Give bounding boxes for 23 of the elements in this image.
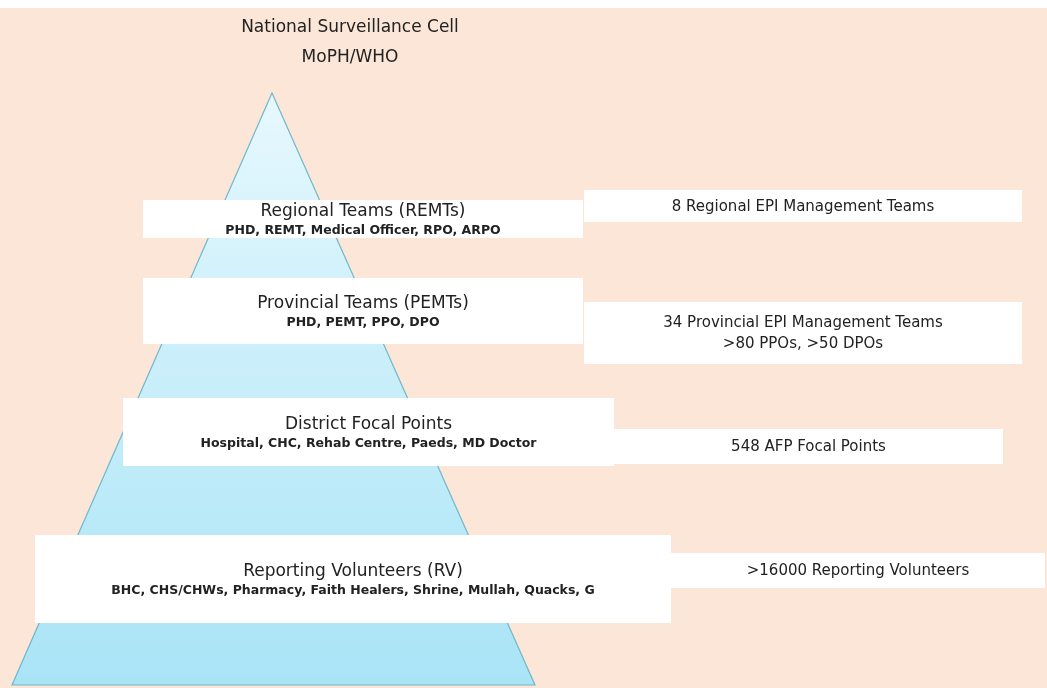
count-box bbox=[584, 190, 1022, 222]
tier-heading: Regional Teams (REMTs) bbox=[260, 199, 466, 221]
tier-box bbox=[123, 398, 614, 466]
apex-label: MoPH/WHO bbox=[300, 46, 400, 66]
count-text: >16000 Reporting Volunteers bbox=[746, 560, 970, 581]
tier-heading: Provincial Teams (PEMTs) bbox=[257, 291, 469, 313]
tier-box bbox=[143, 200, 583, 238]
count-box bbox=[671, 553, 1045, 588]
tier-members: Hospital, CHC, Rehab Centre, Paeds, MD Doctor bbox=[200, 434, 537, 452]
count-text: 548 AFP Focal Points bbox=[731, 436, 886, 457]
tier-heading: District Focal Points bbox=[285, 412, 452, 434]
count-box bbox=[584, 302, 1022, 364]
tier-box bbox=[35, 535, 671, 623]
count-text: >80 PPOs, >50 DPOs bbox=[722, 333, 884, 354]
tier-box bbox=[143, 278, 583, 344]
tier-heading: Reporting Volunteers (RV) bbox=[243, 559, 463, 581]
count-text: 8 Regional EPI Management Teams bbox=[671, 195, 935, 217]
tier-members: BHC, CHS/CHWs, Pharmacy, Faith Healers, Shrine, Mullah, Quacks, G bbox=[111, 581, 595, 599]
tier-members: PHD, REMT, Medical Officer, RPO, ARPO bbox=[225, 221, 501, 239]
apex-label: National Surveillance Cell bbox=[240, 16, 460, 36]
count-text: 34 Provincial EPI Management Teams bbox=[663, 312, 943, 333]
count-box bbox=[614, 429, 1003, 464]
tier-members: PHD, PEMT, PPO, DPO bbox=[286, 313, 440, 331]
